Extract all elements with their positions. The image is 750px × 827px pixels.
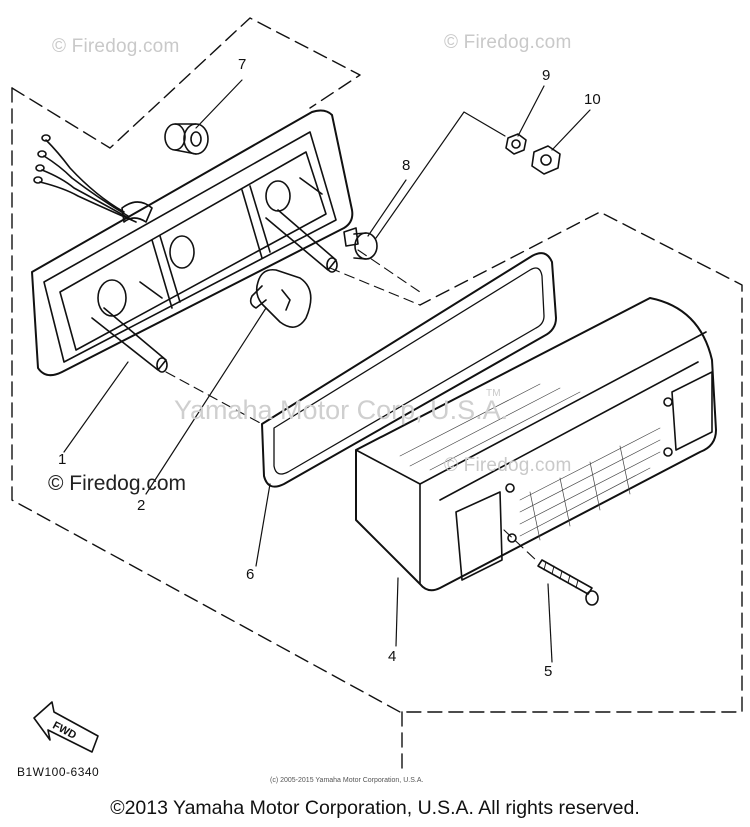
watermark-firedog-top-right: © Firedog.com <box>444 32 572 53</box>
fastener-10 <box>531 145 561 175</box>
fastener-9 <box>505 133 527 155</box>
watermark-firedog-bottom-right: © Firedog.com <box>444 455 572 476</box>
assembly-boundary <box>11 17 743 776</box>
callout-1: 1 <box>58 451 67 468</box>
housing <box>31 109 354 377</box>
fastener-8 <box>343 227 378 260</box>
part-code: B1W100-6340 <box>17 765 100 779</box>
watermark-trademark: TM <box>486 388 501 399</box>
footer-copyright: ©2013 Yamaha Motor Corporation, U.S.A. A… <box>110 797 640 819</box>
callout-9: 9 <box>542 67 551 84</box>
callout-2: 2 <box>137 497 146 514</box>
guide-lines <box>165 249 539 563</box>
callout-10: 10 <box>584 91 601 108</box>
watermark-firedog-bottom-left: © Firedog.com <box>48 472 187 495</box>
watermark-firedog-top-left: © Firedog.com <box>52 36 180 57</box>
callout-8: 8 <box>402 157 411 174</box>
screw <box>537 559 599 606</box>
callout-6: 6 <box>246 566 255 583</box>
callout-7: 7 <box>238 56 247 73</box>
watermark-yamaha: Yamaha Motor Corp, U.S.A. <box>174 395 509 425</box>
fwd-arrow-icon <box>33 701 99 753</box>
leader-lines <box>63 79 591 663</box>
small-copyright: (c) 2005-2015 Yamaha Motor Corporation, … <box>270 777 424 784</box>
callout-5: 5 <box>544 663 553 680</box>
grommet <box>164 123 209 155</box>
lens <box>355 297 717 592</box>
bulb <box>249 268 312 328</box>
callout-4: 4 <box>388 648 397 665</box>
